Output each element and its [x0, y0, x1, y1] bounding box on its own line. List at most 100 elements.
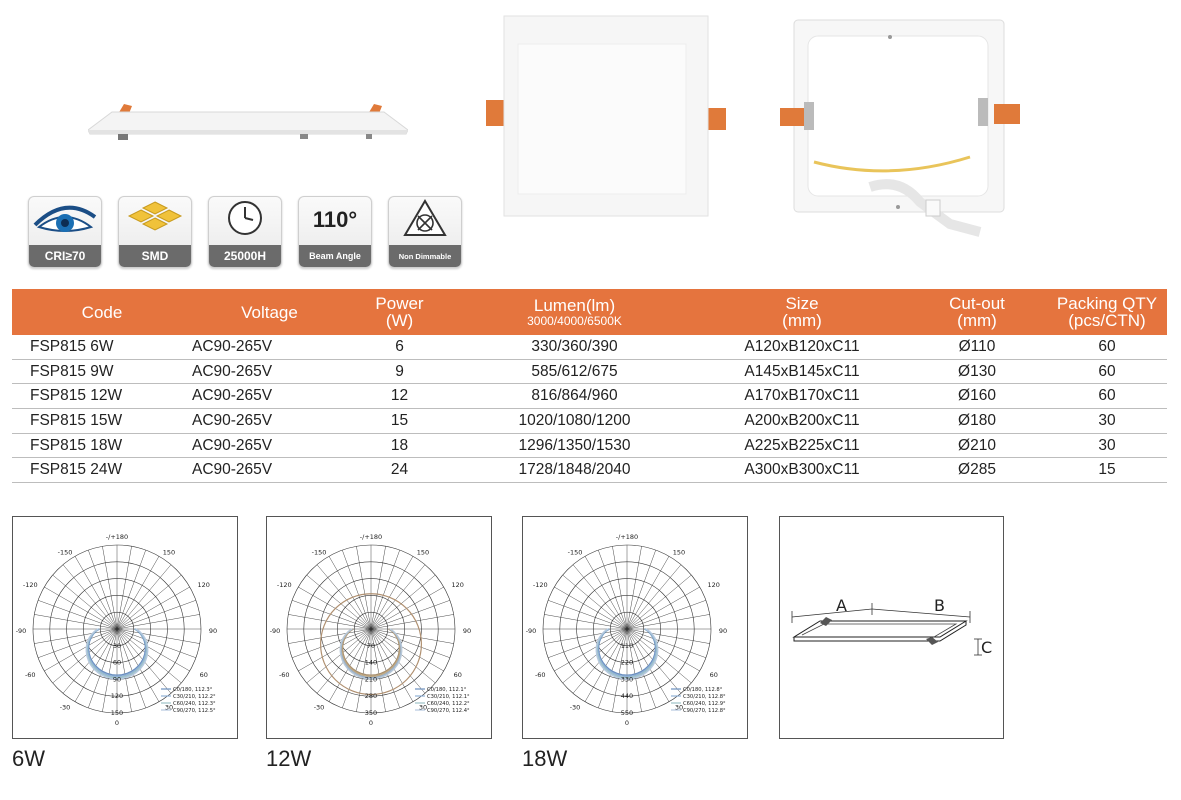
cell-cutout: Ø160 — [907, 383, 1047, 410]
cell-lumen: 1020/1080/1200 — [452, 408, 697, 434]
cell-size: A170xB170xC11 — [697, 383, 907, 410]
feature-badges: CRI≥70 SMD 25000H 110° Beam Angle Non Di… — [28, 196, 462, 268]
cell-size: A225xB225xC11 — [697, 433, 907, 459]
legend-entry: C30/210, 112.1° — [427, 694, 470, 700]
angle-label: 0 — [625, 719, 629, 727]
angle-label: 120 — [198, 581, 210, 589]
radial-tick-label: 440 — [621, 692, 633, 700]
cell-code: FSP815 15W — [12, 408, 192, 434]
header-voltage: Voltage — [192, 289, 347, 335]
chart-legend: C0/180, 112.3°C30/210, 112.2°C60/240, 11… — [161, 687, 216, 714]
header-power: Power(W) — [347, 289, 452, 335]
cell-lumen: 1728/1848/2040 — [452, 457, 697, 484]
cell-packing-qty: 30 — [1047, 408, 1167, 434]
cell-power: 24 — [347, 457, 452, 484]
angle-label: 30 — [165, 704, 173, 712]
cell-lumen: 330/360/390 — [452, 335, 697, 360]
legend-entry: C90/270, 112.5° — [173, 708, 216, 714]
cell-packing-qty: 60 — [1047, 383, 1167, 410]
spec-table: Code Voltage Power(W) Lumen(lm)3000/4000… — [12, 289, 1167, 484]
dimension-label-a: A — [836, 596, 847, 615]
angle-label: 90 — [209, 627, 217, 635]
panel-front-view-image — [486, 15, 726, 217]
non-dimmable-icon — [402, 198, 448, 243]
badge-smd: SMD — [118, 196, 192, 268]
header-cutout: Cut-out(mm) — [907, 289, 1047, 335]
badge-lifetime: 25000H — [208, 196, 282, 268]
angle-label: -/+180 — [360, 533, 382, 541]
angle-label: -30 — [314, 704, 325, 712]
cell-cutout: Ø110 — [907, 335, 1047, 360]
radial-tick-label: 140 — [365, 659, 377, 667]
legend-entry: C60/240, 112.9° — [683, 701, 726, 707]
badge-non-dimmable: Non Dimmable — [388, 196, 462, 268]
dimension-label-b: B — [934, 596, 945, 615]
angle-label: -150 — [312, 548, 327, 556]
angle-label: -150 — [58, 548, 73, 556]
angle-label: -90 — [526, 627, 537, 635]
cell-power: 6 — [347, 335, 452, 360]
radial-tick-label: 70 — [367, 642, 375, 650]
angle-label: 0 — [369, 719, 373, 727]
radial-tick-label: 280 — [365, 692, 377, 700]
cell-lumen: 816/864/960 — [452, 383, 697, 410]
cell-code: FSP815 9W — [12, 359, 192, 385]
radial-tick-label: 220 — [621, 659, 633, 667]
angle-label: -60 — [25, 671, 36, 679]
cell-voltage: AC90-265V — [192, 408, 347, 434]
radial-tick-label: 90 — [113, 675, 121, 683]
angle-label: 120 — [452, 581, 464, 589]
cell-power: 15 — [347, 408, 452, 434]
cell-power: 9 — [347, 359, 452, 385]
angle-label: 150 — [673, 548, 685, 556]
angle-label: 30 — [419, 704, 427, 712]
angle-label: -60 — [279, 671, 290, 679]
angle-label: 60 — [200, 671, 208, 679]
legend-entry: C90/270, 112.4° — [427, 708, 470, 714]
legend-entry: C0/180, 112.3° — [173, 687, 213, 693]
radial-tick-label: 110 — [621, 642, 633, 650]
cell-lumen: 585/612/675 — [452, 359, 697, 385]
radial-tick-label: 550 — [621, 709, 633, 717]
badge-label: Beam Angle — [299, 245, 371, 267]
angle-label: -120 — [23, 581, 38, 589]
badge-label: SMD — [119, 245, 191, 267]
legend-entry: C60/240, 112.3° — [173, 701, 216, 707]
dimension-label-c: C — [981, 638, 992, 657]
badge-cri: CRI≥70 — [28, 196, 102, 268]
cell-size: A120xB120xC11 — [697, 335, 907, 360]
cell-packing-qty: 30 — [1047, 433, 1167, 459]
header-size: Size(mm) — [697, 289, 907, 335]
radial-tick-label: 120 — [111, 692, 123, 700]
cell-cutout: Ø130 — [907, 359, 1047, 385]
badge-label: CRI≥70 — [29, 245, 101, 267]
badge-label: Non Dimmable — [389, 245, 461, 267]
angle-label: 30 — [675, 704, 683, 712]
angle-label: 120 — [708, 581, 720, 589]
cell-cutout: Ø285 — [907, 457, 1047, 484]
cell-code: FSP815 18W — [12, 433, 192, 459]
cell-voltage: AC90-265V — [192, 383, 347, 410]
angle-label: -90 — [16, 627, 27, 635]
angle-label: 150 — [417, 548, 429, 556]
cell-voltage: AC90-265V — [192, 335, 347, 360]
polar-grid — [542, 544, 712, 714]
cell-cutout: Ø210 — [907, 433, 1047, 459]
panel-back-view-image — [780, 19, 1020, 237]
chart-label-6w: 6W — [12, 746, 45, 771]
panel-side-view-image — [88, 104, 408, 140]
cell-power: 18 — [347, 433, 452, 459]
cell-code: FSP815 24W — [12, 457, 192, 484]
cell-lumen: 1296/1350/1530 — [452, 433, 697, 459]
legend-entry: C30/210, 112.8° — [683, 694, 726, 700]
clock-icon — [225, 198, 265, 243]
radial-tick-label: 330 — [621, 675, 633, 683]
angle-label: -30 — [60, 704, 71, 712]
cell-cutout: Ø180 — [907, 408, 1047, 434]
